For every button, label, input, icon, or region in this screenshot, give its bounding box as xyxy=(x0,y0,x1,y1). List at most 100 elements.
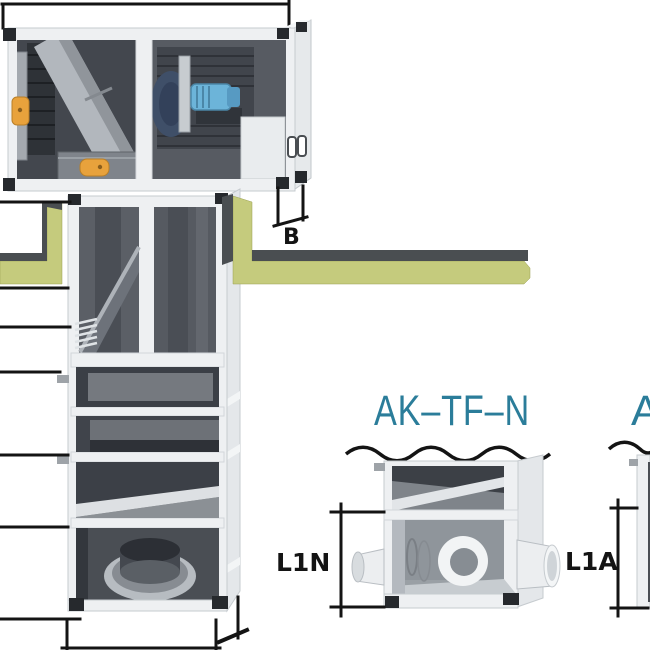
column-section-panel2 xyxy=(76,416,219,452)
top-box-corner-connectors xyxy=(3,22,307,191)
column-corner-connectors xyxy=(68,193,228,611)
unit-title-ak-tf-n: AK–TF–N xyxy=(374,387,530,435)
slab-left-face xyxy=(0,202,63,285)
slab-left-top-edge xyxy=(0,253,47,261)
corner-cube xyxy=(295,171,307,183)
opening-shadow xyxy=(90,440,219,452)
ceiling-slab-right xyxy=(222,194,531,285)
rail xyxy=(70,517,225,529)
height-dim-label-l1n: L1N xyxy=(276,548,330,577)
break-wavy-line xyxy=(344,445,552,463)
slab-right-face xyxy=(232,195,531,285)
dimension-left-extension-lines xyxy=(0,200,82,621)
recess-panel xyxy=(88,373,213,401)
corner-cube xyxy=(277,28,289,39)
tfn-wall-port-oval xyxy=(417,540,431,582)
duct-shadow xyxy=(168,207,188,353)
top-box-top-rail xyxy=(8,28,295,40)
dimension-depth-b: B xyxy=(272,184,309,250)
fan-bulkhead-plate xyxy=(178,55,191,133)
unit-right-partial: A L1A xyxy=(565,387,650,618)
height-dim-label-l1a: L1A xyxy=(565,547,618,576)
dimension-l1a xyxy=(609,498,650,618)
side-brace xyxy=(227,444,240,460)
depth-dim-label-b: B xyxy=(283,225,300,250)
dim-line xyxy=(272,215,309,228)
electrical-box xyxy=(240,116,286,180)
tfn-wall-port-oval xyxy=(406,538,418,576)
latch-handle-left xyxy=(287,136,297,158)
tfn-spigot-right-inner xyxy=(547,551,557,581)
tfn-bottom-rail xyxy=(383,593,519,609)
rail xyxy=(70,352,225,368)
side-brace xyxy=(227,391,240,407)
hinge-tab xyxy=(57,375,69,383)
tfn-spigot-left-mouth xyxy=(351,551,365,583)
column-rails xyxy=(70,352,225,529)
tfn-side-spigots xyxy=(351,539,561,590)
hinge-tab xyxy=(57,456,69,464)
motor-cooling-ribs xyxy=(196,86,210,108)
door-latch-handles xyxy=(287,135,307,158)
tfn-connection-section xyxy=(392,520,517,595)
tfn-foot xyxy=(503,593,519,605)
rail xyxy=(70,451,225,463)
column-side-braces xyxy=(227,391,240,573)
corner-foot xyxy=(212,596,228,609)
right-unit-interior-sliver xyxy=(648,462,650,602)
louver-vent xyxy=(74,317,98,350)
top-box-fan-compartment xyxy=(151,40,286,180)
rail xyxy=(70,406,225,417)
corner-cube xyxy=(276,177,289,189)
corner-cube xyxy=(215,193,228,204)
tfn-floor xyxy=(392,579,517,595)
tfn-round-port-hole xyxy=(450,548,478,576)
top-box-left-compartment xyxy=(11,40,141,181)
main-unit-top-box xyxy=(3,19,312,192)
latch-handle-right xyxy=(297,135,307,157)
top-box-mullion xyxy=(135,28,153,181)
side-brace xyxy=(227,557,240,573)
heat-exchanger-band xyxy=(34,40,136,174)
silencer-handle-lock xyxy=(97,164,103,170)
diagonal-duct-edge xyxy=(78,246,141,353)
tfn-foot xyxy=(385,596,399,608)
column-section-damper xyxy=(76,462,219,518)
slab-right-end-edge xyxy=(222,194,233,265)
dimension-top-width xyxy=(0,0,291,30)
tfn-filter-section xyxy=(392,466,504,512)
slab-left-end-edge xyxy=(42,203,47,261)
dimension-bottom-width xyxy=(60,595,250,650)
tfn-left-wall xyxy=(392,520,405,594)
unit-ak-tf-n: AK–TF–N xyxy=(276,387,561,618)
slab-left-cap-edge xyxy=(47,203,62,210)
top-box-side-face xyxy=(294,19,312,190)
unit-title-right-partial: A xyxy=(631,387,650,435)
dimension-l1n xyxy=(329,502,386,618)
top-box-bottom-rail xyxy=(8,179,295,191)
opening-duct xyxy=(90,420,219,440)
corner-cube xyxy=(68,194,81,205)
duct-highlight xyxy=(196,207,208,353)
tfn-filter-blade xyxy=(392,477,504,511)
corner-cube xyxy=(3,28,16,41)
damper-floor xyxy=(76,497,219,518)
heat-exchanger-seam xyxy=(84,86,113,102)
heat-exchanger-band-shade xyxy=(58,40,136,162)
corner-foot xyxy=(69,598,84,611)
fan-impeller-hub xyxy=(159,82,183,126)
silencer-handle-orange xyxy=(79,158,110,177)
tfn-hinge-tab xyxy=(374,463,385,471)
break-wavy-line xyxy=(607,440,650,455)
depth-dim-tick xyxy=(216,627,250,645)
column-section-ducts xyxy=(74,207,216,353)
tfn-mid-rail xyxy=(383,509,519,521)
right-unit-hinge-tab xyxy=(629,459,638,466)
main-unit-column xyxy=(57,188,241,613)
top-box-outline xyxy=(7,27,296,192)
damper-blade xyxy=(76,486,219,517)
column-section-spigot xyxy=(76,528,219,601)
spigot-top-opening xyxy=(120,538,180,562)
filter-handle-lock xyxy=(17,107,23,113)
